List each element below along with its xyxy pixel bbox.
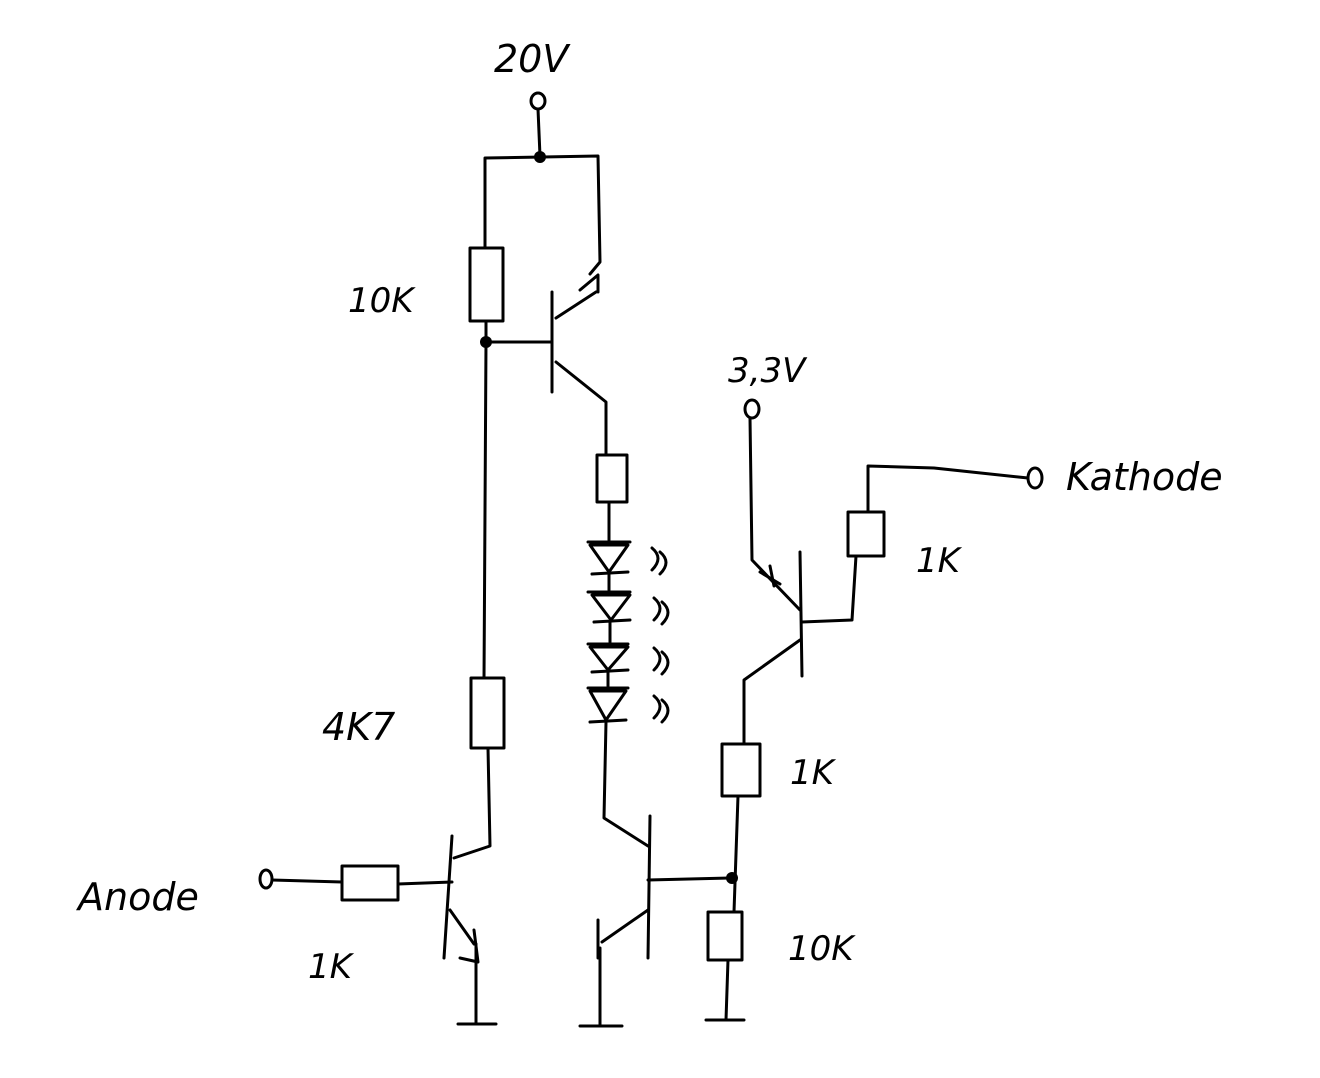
supply-3v3-terminal [743,398,761,420]
transistor-pnp-high [550,273,608,457]
kathode-terminal [1026,466,1044,490]
transistor-npn-low [578,814,732,1028]
resistor-10k-pulldown [706,910,744,962]
label-anode: Anode [75,875,199,919]
anode-terminal [258,868,274,890]
label-20v: 20V [494,37,571,81]
resistor-1k-anode [340,864,400,902]
label-1k-base: 1K [790,753,837,793]
label-1k-anode: 1K [308,947,355,987]
label-4k7: 4K7 [322,705,395,749]
resistor-1k-base [720,742,762,798]
wire-3v3-to-emitter [748,416,802,612]
label-10k-pulldown: 10K [788,929,856,969]
resistor-led-series [595,453,629,504]
junction-top [534,151,546,163]
transistor-npn-anode [442,746,498,1026]
led-3 [586,642,670,676]
led-2 [586,590,670,626]
wire-1k-to-base [396,880,454,886]
label-1k-kathode: 1K [916,541,963,581]
led-chain [586,540,670,724]
label-10k-top: 10K [348,281,416,321]
junction-right-base [726,872,738,884]
wire-leds-to-npn [602,720,650,848]
transistor-pnp-right [742,550,858,746]
led-4 [586,686,670,724]
resistor-1k-kathode [846,510,886,558]
resistor-10k-top [468,246,505,323]
supply-20v-terminal [529,91,547,158]
led-1 [586,540,668,576]
wire-anode-to-1k [270,878,344,884]
wire-1k-to-node [732,794,740,914]
label-kathode: Kathode [1066,455,1223,499]
wire-10k-to-ground [724,958,730,1022]
label-3v3: 3,3V [728,351,808,391]
wire-10k-to-4k7 [482,319,488,682]
resistor-4k7 [469,676,506,750]
wire-1k-to-kathode [866,464,1030,514]
